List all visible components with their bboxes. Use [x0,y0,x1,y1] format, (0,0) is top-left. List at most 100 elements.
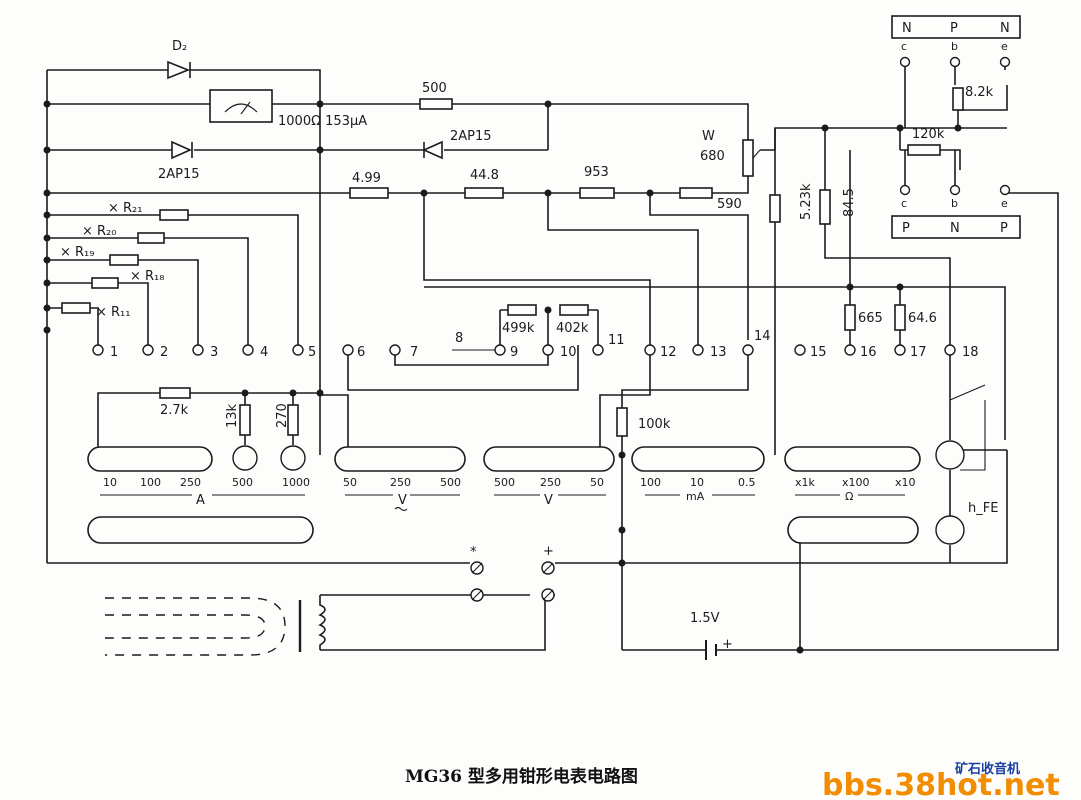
r18-label: × R₁₈ [130,269,164,284]
terminal-4 [242,344,254,356]
terminal-18-label: 18 [962,345,979,360]
ohm-mark-x10: x10 [895,476,916,489]
resistor-5.23k [769,194,781,223]
battery-label: 1.5V [690,611,720,626]
resistor-2.7k [159,387,191,399]
terminal-9-label: 9 [510,345,518,360]
pnp-pin-c: c [901,197,907,210]
r665-label: 665 [858,311,883,326]
r20-label: × R₂₀ [82,224,116,239]
watermark-url: bbs.38hot.net [822,768,1060,800]
ac-tilde-icon [394,506,408,512]
range-switch-amps[interactable]: 10 100 250 500 1000 A [87,445,310,508]
r82k-label: 8.2k [965,85,994,100]
lower-switch-bar-right[interactable] [787,516,919,544]
pnp-pin-b: b [951,197,958,210]
pnp-n: N [950,221,960,236]
r500-label: 500 [422,81,447,96]
terminal-5-label: 5 [308,345,316,360]
vdc-mark-500: 500 [494,476,515,489]
diode-d2: D₂ [167,39,196,80]
resistor-64.6 [894,304,906,331]
jack-pos-label: + [543,544,554,559]
amps-mark-250: 250 [180,476,201,489]
r21-label: × R₂₁ [108,201,142,216]
battery-plus: + [722,637,733,652]
amps-mark-500: 500 [232,476,253,489]
terminal-17 [894,344,906,356]
terminal-15 [794,344,806,356]
r402k-label: 402k [556,321,589,336]
npn-pin-c: c [901,40,907,53]
terminal-16 [844,344,856,356]
npn-socket: N P N c b e [891,15,1021,68]
range-switch-volts-ac[interactable]: 50 250 500 V [334,446,466,512]
terminal-3 [192,344,204,356]
terminal-3-label: 3 [210,345,218,360]
terminal-13-label: 13 [710,345,727,360]
pnp-pin-e: e [1001,197,1008,210]
vdc-mark-50: 50 [590,476,604,489]
ma-mark-10: 10 [690,476,704,489]
pnp-p1: P [902,221,910,236]
terminal-9 [494,344,506,356]
terminal-17-label: 17 [910,345,927,360]
resistor-r18 [91,277,119,289]
ma-mark-100: 100 [640,476,661,489]
r499k-label: 499k [502,321,535,336]
d2-label: D₂ [172,39,187,54]
resistor-953 [579,187,615,199]
ohm-mark-x1k: x1k [795,476,816,489]
terminal-1 [92,344,104,356]
terminal-8-label: 8 [455,331,463,346]
resistor-499k [507,304,537,316]
amps-mark-10: 10 [103,476,117,489]
hfe-label: h_FE [968,501,998,516]
pnp-socket: P N P c b e [891,184,1021,239]
resistor-402k [559,304,589,316]
vac-mark-50: 50 [343,476,357,489]
terminal-14-label: 14 [754,329,771,344]
wires [46,60,1059,651]
range-switch-milliamps[interactable]: 100 10 0.5 mA [631,446,765,503]
diode-lower-label: 2AP15 [158,167,200,182]
r270-label: 270 [275,403,290,428]
range-switch-volts-dc[interactable]: 500 250 50 V [483,446,615,508]
hfe-switch[interactable]: h_FE [935,440,998,545]
meter-movement: 1000Ω 153μA [209,89,367,129]
terminal-12 [644,344,656,356]
resistor-270 [287,404,299,436]
resistor-8.2k [952,87,964,111]
resistor-665 [844,304,856,331]
lower-switch-bar-left[interactable] [87,516,314,544]
pot-680-label: 680 [700,149,725,164]
terminal-5 [292,344,304,356]
r590-label: 590 [717,197,742,212]
ohm-mark-x100: x100 [842,476,870,489]
resistor-590 [679,187,713,199]
ma-mark-0.5: 0.5 [738,476,756,489]
terminal-4-label: 4 [260,345,268,360]
terminal-1-label: 1 [110,345,118,360]
vac-mark-250: 250 [390,476,411,489]
ma-unit: mA [686,490,705,503]
resistor-120k [907,144,941,156]
vac-mark-500: 500 [440,476,461,489]
clamp-transformer [105,594,470,656]
resistor-13k [239,404,251,436]
resistor-r19 [109,254,139,266]
r11-label: × R₁₁ [96,305,130,320]
range-switch-ohms[interactable]: x1k x100 x10 Ω [784,446,921,503]
terminal-11 [592,344,604,356]
junction-dots [43,100,962,654]
meter-label: 1000Ω 153μA [278,114,367,129]
input-jacks: * + [470,544,555,602]
vac-unit: V [398,493,407,508]
resistor-4.99 [349,187,389,199]
terminal-2 [142,344,154,356]
npn-n2: N [1000,21,1010,36]
terminal-13 [692,344,704,356]
diode-2ap15-lower: 2AP15 [158,140,200,182]
r448-label: 44.8 [470,168,499,183]
